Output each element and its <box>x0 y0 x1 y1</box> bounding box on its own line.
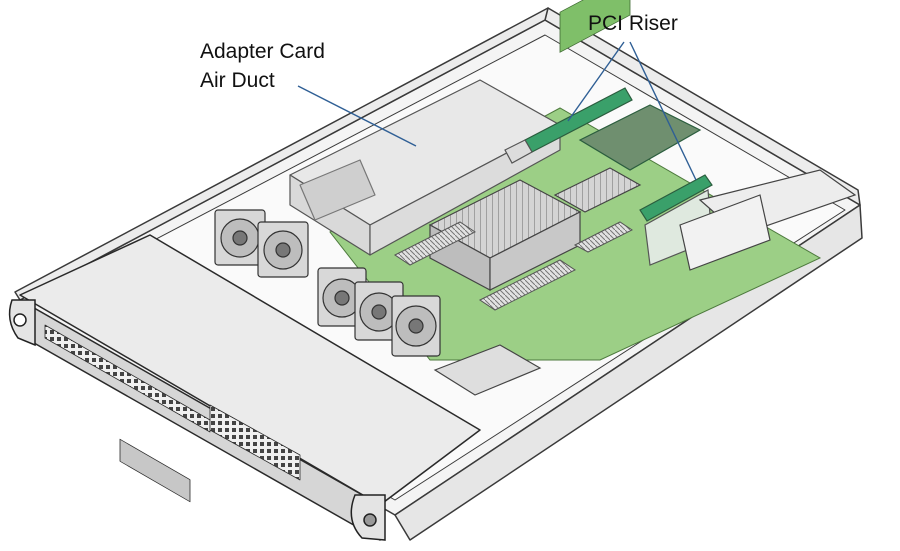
power-supply-bay <box>679 169 857 271</box>
fan-icon <box>391 295 441 357</box>
dimm-banks <box>394 221 633 311</box>
riser-card-icon <box>578 104 702 171</box>
riser-card-icon <box>504 87 633 164</box>
adapter-card-air-duct-label-line1: Adapter Card <box>200 40 325 63</box>
drive-bay-icon <box>433 344 542 396</box>
fan-bank-center <box>317 267 441 357</box>
pci-riser-leader-line-2 <box>629 41 697 181</box>
pci-riser-label: PCI Riser <box>588 12 678 35</box>
fan-icon <box>257 221 309 278</box>
fan-icon <box>354 281 404 341</box>
fan-icon <box>214 209 266 266</box>
motherboard-components <box>559 0 631 53</box>
rack-ears <box>8 299 386 541</box>
fan-bank-left <box>214 209 309 278</box>
adapter-card-air-duct-label: Adapter Card Air Duct <box>200 37 325 95</box>
callout-leader-lines <box>297 41 697 181</box>
heatsink-icon <box>553 167 642 213</box>
adapter-card-air-duct-label-line2: Air Duct <box>200 69 275 92</box>
front-panel <box>19 234 481 541</box>
air-duct-leader-line <box>297 85 417 147</box>
pci-riser-leader-line-1 <box>567 41 625 122</box>
